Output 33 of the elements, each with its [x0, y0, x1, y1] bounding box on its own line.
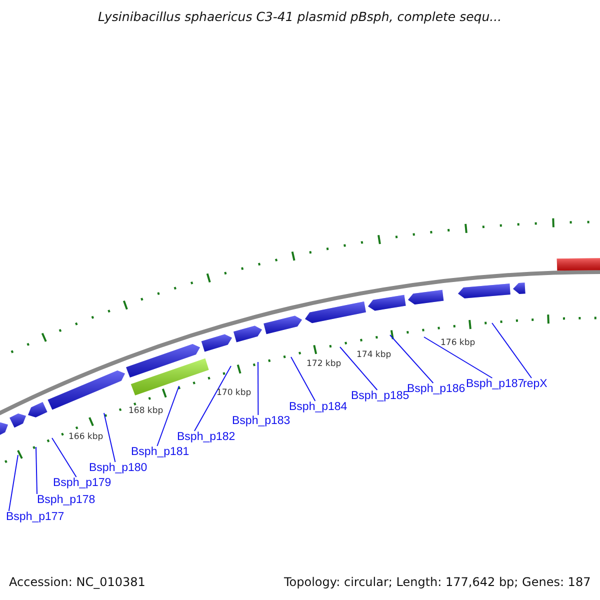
gene-label: Bsph_p177: [6, 511, 64, 524]
gene-label: Bsph_p186: [407, 383, 466, 396]
leader-line: [156, 386, 180, 446]
scale-label: 168 kbp: [128, 406, 164, 416]
leader-line: [340, 346, 378, 390]
leader-line: [104, 412, 116, 462]
gene-label: Bsph_p181: [131, 446, 190, 459]
gene-label: Bsph_p187: [466, 378, 524, 391]
leader-line: [390, 334, 434, 384]
accession-text: Accession: NC_010381: [9, 575, 146, 589]
summary-text: Topology: circular; Length: 177,642 bp; Genes: 187: [284, 575, 591, 589]
scale-label: 172 kbp: [306, 359, 342, 369]
leader-line: [8, 454, 18, 512]
scale-label: 166 kbp: [68, 432, 104, 442]
leader-line: [52, 438, 77, 478]
scale-label: 176 kbp: [440, 338, 476, 348]
gene-label: repX: [523, 378, 548, 391]
scale-label: 170 kbp: [216, 388, 252, 398]
leader-line: [258, 362, 259, 416]
gene-label: Bsph_p179: [53, 477, 112, 490]
gene-label: Bsph_p178: [37, 494, 96, 507]
leader-line: [290, 356, 316, 402]
leader-line: [36, 446, 38, 494]
gene-label: Bsph_p185: [351, 390, 410, 403]
gene-label: Bsph_p184: [289, 401, 348, 414]
leader-line: [492, 322, 532, 378]
gene-label: Bsph_p182: [177, 431, 236, 444]
scale-label: 174 kbp: [356, 350, 392, 360]
gene-label: Bsph_p180: [89, 462, 148, 475]
leader-line: [194, 366, 232, 432]
diagram-title: Lysinibacillus sphaericus C3-41 plasmid pBsph, complete sequ...: [98, 10, 502, 24]
leader-line: [424, 336, 493, 378]
gene-label: Bsph_p183: [232, 415, 290, 428]
